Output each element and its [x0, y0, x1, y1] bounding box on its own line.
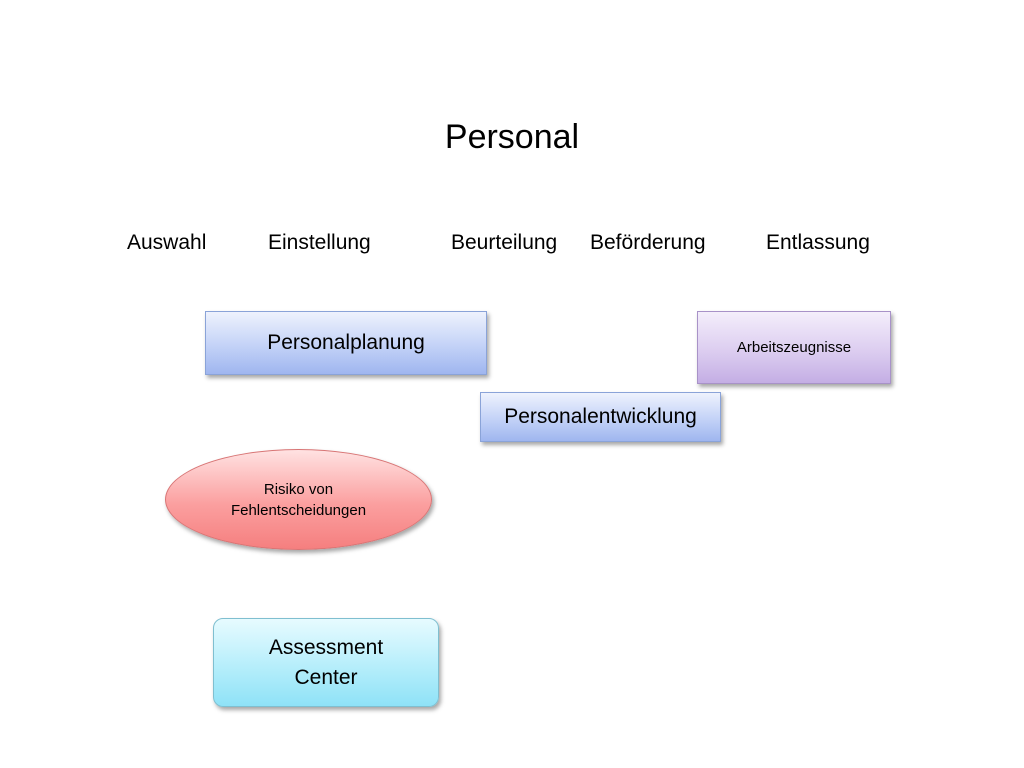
risiko-ellipse: Risiko von Fehlentscheidungen: [165, 449, 432, 550]
stage-einstellung: Einstellung: [268, 231, 371, 254]
stage-befoerderung: Beförderung: [590, 231, 706, 254]
stage-beurteilung: Beurteilung: [451, 231, 558, 254]
stage-entlassung: Entlassung: [766, 231, 870, 254]
slide-title: Personal: [444, 118, 580, 156]
risiko-label-line2: Fehlentscheidungen: [230, 501, 367, 519]
arbeitszeugnisse-label: Arbeitszeugnisse: [736, 339, 852, 356]
arbeitszeugnisse-box: Arbeitszeugnisse: [697, 311, 891, 384]
personalplanung-box: Personalplanung: [205, 311, 487, 375]
assessment-label-line2: Center: [294, 665, 358, 689]
assessment-label-line1: Assessment: [268, 635, 384, 659]
personalplanung-label: Personalplanung: [267, 331, 425, 354]
personalentwicklung-label: Personalentwicklung: [504, 405, 697, 428]
stage-auswahl: Auswahl: [127, 231, 207, 254]
risiko-label-line1: Risiko von: [263, 480, 334, 498]
personalentwicklung-box: Personalentwicklung: [480, 392, 721, 442]
assessment-center-box: Assessment Center: [213, 618, 439, 707]
